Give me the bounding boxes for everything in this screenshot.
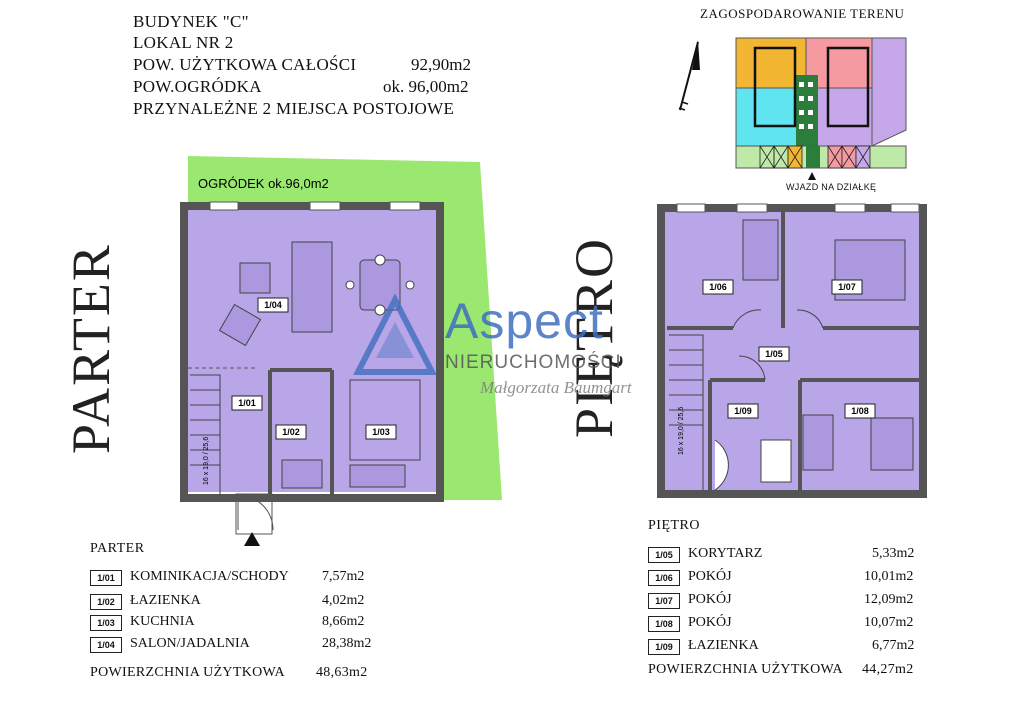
room-code: 1/05 [648, 547, 680, 563]
room-tag-1-04: 1/04 [264, 300, 282, 310]
room-tag-1-06: 1/06 [709, 282, 727, 292]
room-area: 4,02m2 [322, 593, 365, 608]
room-area: 12,09m2 [864, 592, 914, 607]
room-tag-1-09: 1/09 [734, 406, 752, 416]
pietro-room-row: 1/07 POKÓJ 12,09m2 [648, 592, 948, 610]
site-entry-label: WJAZD NA DZIAŁKĘ [786, 182, 877, 192]
room-name: ŁAZIENKA [130, 593, 201, 608]
upper-floor-plan: 1/06 1/07 1/05 1/09 1/08 16 x 19,0 / 25,… [657, 203, 927, 498]
garden-area-value: ok. 96,00m2 [383, 77, 469, 96]
room-name: SALON/JADALNIA [130, 636, 250, 651]
room-name: KOMINIKACJA/SCHODY [130, 569, 289, 584]
room-area: 28,38m2 [322, 636, 372, 651]
ground-stairs-note: 16 x 19,0 / 25,6 [203, 437, 210, 485]
room-area: 10,07m2 [864, 615, 914, 630]
room-name: POKÓJ [688, 615, 732, 630]
parter-room-row: 1/02 ŁAZIENKA 4,02m2 [90, 593, 390, 611]
room-area: 6,77m2 [872, 638, 915, 653]
site-plan-title: ZAGOSPODAROWANIE TERENU [700, 6, 905, 21]
building-label: BUDYNEK "C" [133, 12, 249, 31]
entrance-arrow-icon [244, 532, 260, 546]
room-name: POKÓJ [688, 569, 732, 584]
room-tag-1-07: 1/07 [838, 282, 856, 292]
watermark-brand: Aspect [445, 293, 604, 349]
room-name: POKÓJ [688, 592, 732, 607]
aspect-logo [353, 293, 437, 375]
room-code: 1/09 [648, 639, 680, 655]
triangle-logo-icon [353, 293, 437, 375]
room-code: 1/07 [648, 593, 680, 609]
room-code: 1/08 [648, 616, 680, 632]
room-area: 8,66m2 [322, 614, 365, 629]
room-tag-1-01: 1/01 [238, 398, 256, 408]
parter-total-value: 48,63m2 [316, 665, 368, 680]
room-name: KUCHNIA [130, 614, 195, 629]
garden-area-label: POW.OGRÓDKA [133, 77, 262, 96]
watermark-signature: Małgorzata Baumgart [480, 378, 632, 397]
room-code: 1/02 [90, 594, 122, 610]
pietro-total-label: POWIERZCHNIA UŻYTKOWA [648, 662, 843, 677]
ground-floor-plan: 1/04 1/01 1/02 1/03 16 x 19,0 / 25,6 OGR… [180, 156, 502, 546]
north-arrow-icon [678, 40, 700, 111]
room-area: 5,33m2 [872, 546, 915, 561]
entry-arrow-icon [808, 172, 816, 180]
room-area: 10,01m2 [864, 569, 914, 584]
pietro-room-row: 1/08 POKÓJ 10,07m2 [648, 615, 948, 633]
parter-room-row: 1/01 KOMINIKACJA/SCHODY 7,57m2 [90, 569, 390, 587]
room-code: 1/03 [90, 615, 122, 631]
pietro-room-row: 1/05 KORYTARZ 5,33m2 [648, 546, 948, 564]
parter-vertical-label: PARTER [61, 243, 121, 454]
room-tag-1-03: 1/03 [372, 427, 390, 437]
pietro-room-row: 1/06 POKÓJ 10,01m2 [648, 569, 948, 587]
room-area: 7,57m2 [322, 569, 365, 584]
parter-total-label: POWIERZCHNIA UŻYTKOWA [90, 665, 285, 680]
room-code: 1/06 [648, 570, 680, 586]
garden-label: OGRÓDEK ok.96,0m2 [198, 176, 329, 191]
watermark-subtitle: NIERUCHOMOŚCI [445, 352, 622, 373]
site-plan-diagram [678, 37, 907, 180]
room-tag-1-08: 1/08 [851, 406, 869, 416]
parking-label: PRZYNALEŻNE 2 MIEJSCA POSTOJOWE [133, 99, 455, 118]
parter-legend-title: PARTER [90, 541, 145, 556]
room-code: 1/04 [90, 637, 122, 653]
parter-room-row: 1/03 KUCHNIA 8,66m2 [90, 614, 390, 632]
usable-area-label: POW. UŻYTKOWA CAŁOŚCI [133, 55, 357, 74]
room-tag-1-02: 1/02 [282, 427, 300, 437]
pietro-legend-title: PIĘTRO [648, 518, 700, 533]
pietro-room-row: 1/09 ŁAZIENKA 6,77m2 [648, 638, 948, 656]
usable-area-value: 92,90m2 [411, 55, 471, 74]
room-name: KORYTARZ [688, 546, 763, 561]
upper-stairs-note: 16 x 19,0 / 25,6 [678, 407, 685, 455]
pietro-total-value: 44,27m2 [862, 662, 914, 677]
unit-label: LOKAL NR 2 [133, 33, 234, 52]
room-code: 1/01 [90, 570, 122, 586]
parter-room-row: 1/04 SALON/JADALNIA 28,38m2 [90, 636, 390, 654]
room-tag-1-05: 1/05 [765, 349, 783, 359]
room-name: ŁAZIENKA [688, 638, 759, 653]
